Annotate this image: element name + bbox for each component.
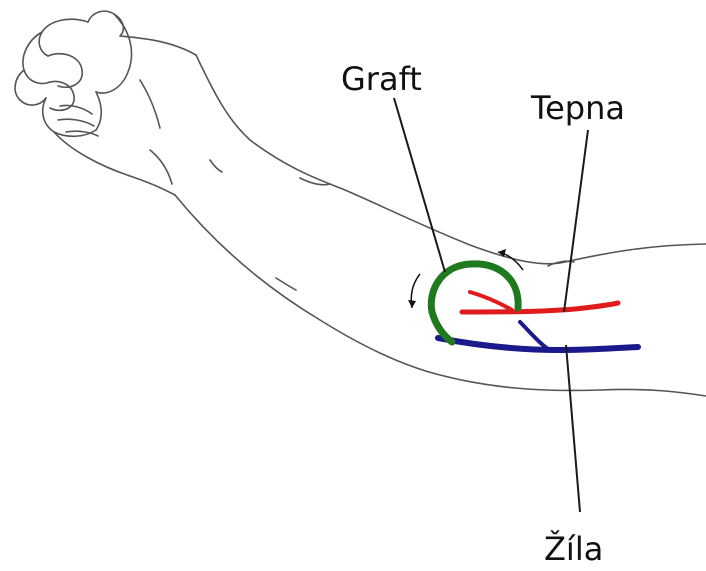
- fist-outline: [15, 11, 222, 195]
- graft-leader-line: [394, 98, 445, 272]
- artery-label: Tepna: [530, 89, 625, 127]
- vein: [438, 322, 638, 350]
- flow-arrow-left: [408, 274, 420, 308]
- artery-leader-line: [564, 130, 588, 312]
- vein-leader-line: [566, 345, 580, 512]
- vein-label: Žíla: [544, 530, 603, 568]
- graft-label: Graft: [341, 60, 422, 98]
- graft-loop: [431, 264, 518, 342]
- artery: [462, 292, 618, 312]
